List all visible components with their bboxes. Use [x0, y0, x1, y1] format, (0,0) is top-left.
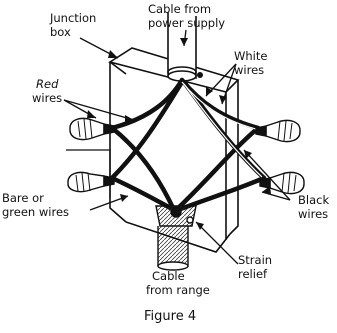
strain-relief	[155, 205, 197, 227]
figure-caption: Figure 4	[144, 309, 196, 324]
label-red-wires-line1: Red	[36, 77, 59, 91]
label-white-wires-line1: White	[234, 49, 267, 63]
power-supply-cable	[167, 12, 197, 82]
power-cable-clamp	[197, 72, 203, 78]
label-black-wires-line2: wires	[298, 207, 328, 221]
label-range-cable-line1: Cable	[152, 269, 185, 283]
label-strain-relief-line2: relief	[238, 267, 268, 281]
label-strain-relief-line1: Strain	[238, 253, 272, 267]
label-white-wires-line2: wires	[234, 63, 264, 77]
white-wire-strands	[181, 81, 263, 178]
range-cable	[157, 226, 189, 271]
label-black-wires-line1: Black	[298, 193, 329, 207]
wire-nut-left-lower	[67, 171, 115, 193]
label-red-wires-line2: wires	[32, 91, 62, 105]
leader-arrowheads	[87, 38, 271, 230]
label-bare-green-line1: Bare or	[2, 191, 44, 205]
wire-nut-left-upper	[69, 117, 115, 141]
wires	[109, 77, 267, 213]
label-junction-box-line2: box	[50, 25, 71, 39]
label-range-cable-line2: from range	[146, 283, 210, 297]
label-power-cable-line2: power supply	[148, 16, 225, 30]
label-junction-box-line1: Junction	[49, 11, 96, 25]
label-power-cable-line1: Cable from	[148, 2, 211, 16]
label-bare-green-line2: green wires	[2, 205, 69, 219]
wire-nut-right-upper	[255, 119, 301, 143]
